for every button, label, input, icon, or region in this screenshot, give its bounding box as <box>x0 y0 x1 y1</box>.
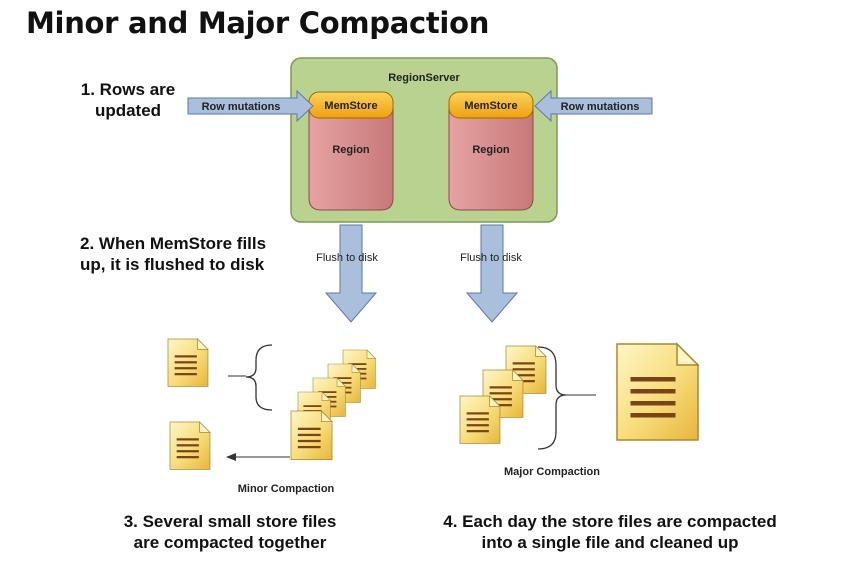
memstore-right <box>448 91 534 119</box>
step-4-line-2: into a single file and cleaned up <box>481 533 739 552</box>
compacted-file-icon <box>616 343 699 441</box>
major-compaction-label: Major Compaction <box>504 466 600 478</box>
row-mutations-right-label: Row mutations <box>561 101 640 113</box>
row-mutations-left-label: Row mutations <box>202 101 281 113</box>
flush-right-label: Flush to disk <box>460 252 522 264</box>
flush-left-label: Flush to disk <box>316 252 378 264</box>
flush-arrow-right <box>465 224 519 323</box>
step-1-line-2: updated <box>94 101 162 120</box>
step-2-line-1: 2. When MemStore fills <box>80 234 267 253</box>
step-1-line-1: 1. Rows are <box>80 80 176 99</box>
region-right-label: Region <box>472 144 510 156</box>
memstore-right-label: MemStore <box>464 100 517 112</box>
minor-compaction-label: Minor Compaction <box>238 483 335 495</box>
file-icon <box>459 395 501 444</box>
region-right <box>448 103 534 211</box>
step-3-caption: 3. Several small store files are compact… <box>80 511 380 553</box>
flush-arrow-left <box>324 224 378 323</box>
step-3-line-2: are compacted together <box>133 533 327 552</box>
step-2-caption: 2. When MemStore fills up, it is flushed… <box>80 233 295 275</box>
file-icon <box>169 421 211 470</box>
curly-brace-minor <box>245 344 273 411</box>
page-title: Minor and Major Compaction <box>26 6 490 40</box>
region-left-label: Region <box>332 144 370 156</box>
region-left <box>308 103 394 211</box>
step-4-line-1: 4. Each day the store files are compacte… <box>443 512 777 531</box>
regionserver-label: RegionServer <box>388 72 460 84</box>
memstore-left-label: MemStore <box>324 100 377 112</box>
minor-compaction-arrowhead <box>226 453 236 461</box>
step-3-line-1: 3. Several small store files <box>123 512 337 531</box>
row-mutations-arrow-left <box>187 89 314 123</box>
file-icon <box>167 338 209 387</box>
step-2-line-2: up, it is flushed to disk <box>80 255 265 274</box>
step-4-caption: 4. Each day the store files are compacte… <box>405 511 815 553</box>
step-1-caption: 1. Rows are updated <box>62 79 194 121</box>
file-icon <box>290 410 333 461</box>
row-mutations-arrow-right <box>534 89 653 123</box>
